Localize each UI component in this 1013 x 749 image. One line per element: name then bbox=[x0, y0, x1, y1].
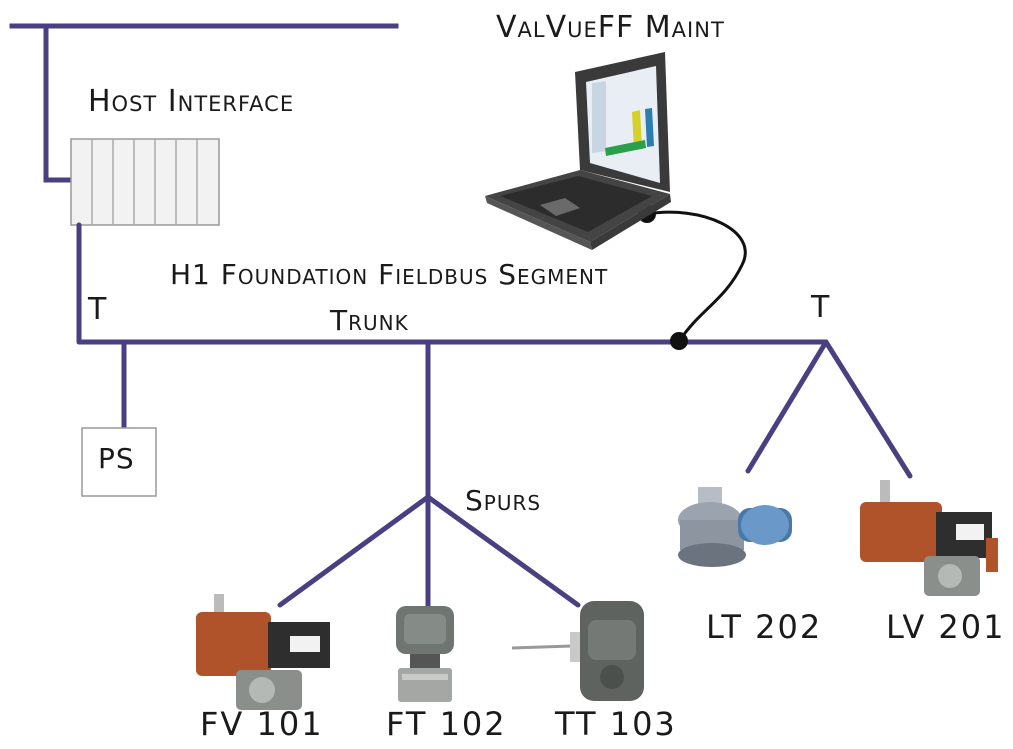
ps-label: PS bbox=[98, 442, 135, 475]
lt202-transmitter-icon bbox=[678, 487, 792, 567]
trunk-label: Trunk bbox=[330, 304, 409, 337]
trunk-connection-dot bbox=[670, 332, 688, 350]
tee-right-label: T bbox=[811, 290, 831, 325]
tee-left-label: T bbox=[88, 292, 108, 327]
device-label-tt103: TT 103 bbox=[555, 705, 677, 743]
fieldbus-trunk bbox=[76, 222, 913, 611]
spurs-label: Spurs bbox=[465, 484, 542, 517]
tt103-transmitter-icon bbox=[511, 601, 644, 701]
host-interface-label: Host Interface bbox=[88, 84, 295, 119]
fv101-valve-icon bbox=[196, 594, 330, 710]
segment-label: H1 Foundation Fieldbus Segment bbox=[170, 258, 609, 291]
device-label-lt202: LT 202 bbox=[706, 608, 823, 646]
device-label-fv101: FV 101 bbox=[200, 705, 324, 743]
lv201-valve-icon bbox=[860, 480, 998, 596]
laptop-icon bbox=[485, 52, 671, 250]
power-supply-box bbox=[81, 427, 157, 497]
laptop-label: ValVueFF Maint bbox=[496, 10, 725, 45]
laptop-cable bbox=[638, 205, 747, 350]
device-label-ft102: FT 102 bbox=[386, 705, 507, 743]
host-interface-rack bbox=[70, 138, 220, 226]
ft102-transmitter-icon bbox=[396, 606, 454, 702]
host-network bbox=[9, 23, 399, 183]
device-label-lv201: LV 201 bbox=[886, 608, 1006, 646]
